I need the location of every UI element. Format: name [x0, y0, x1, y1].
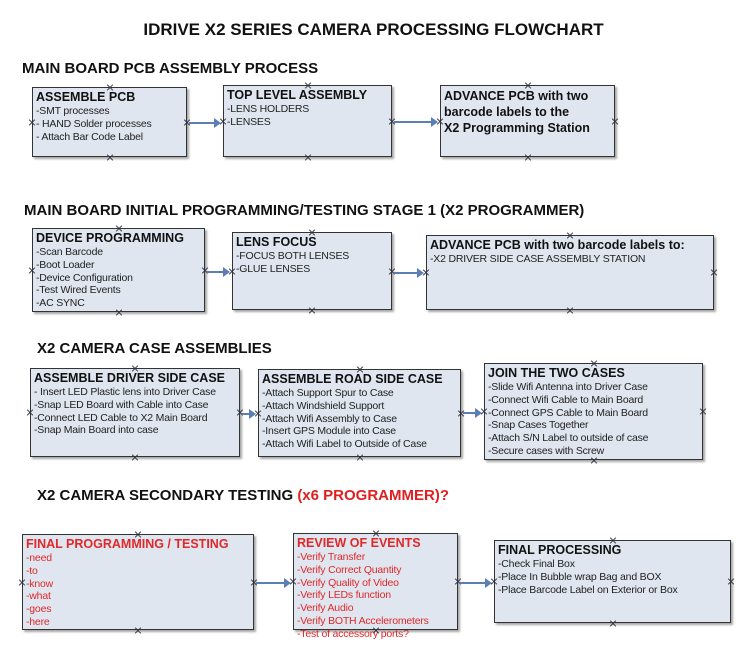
box-line: -LENS HOLDERS: [227, 103, 310, 115]
section-heading: MAIN BOARD INITIAL PROGRAMMING/TESTING S…: [24, 202, 585, 219]
box-line: -Attach S/N Label to outside of case: [488, 432, 649, 445]
process-box-advance-pcb-driver-side[interactable]: ADVANCE PCB with two barcode labels to:-…: [426, 235, 714, 310]
box-title: X2 Programming Station: [444, 121, 590, 135]
box-line: -LENSES: [227, 115, 271, 128]
box-line: -Connect Wifi Cable to Main Board: [488, 393, 644, 406]
box-line: -Connect LED Cable to X2 Main Board: [34, 411, 208, 424]
section-heading: X2 CAMERA SECONDARY TESTING (x6 PROGRAMM…: [37, 487, 449, 504]
box-title: ADVANCE PCB with two barcode labels to t…: [444, 89, 589, 119]
box-line: -Attach Windshield Support: [262, 399, 385, 412]
box-line: -Verify Quality of Video: [297, 576, 399, 589]
box-line: -Slide Wifi Antenna into Driver Case: [488, 381, 648, 393]
box-line: -Attach Wifi Assembly to Case: [262, 412, 397, 425]
section-heading: X2 CAMERA CASE ASSEMBLIES: [37, 340, 272, 357]
box-line: -Verify BOTH Accelerometers: [297, 614, 429, 627]
box-line: -here: [26, 615, 50, 628]
flow-arrow: [460, 578, 492, 588]
process-box-top-level-assembly[interactable]: TOP LEVEL ASSEMBLY-LENS HOLDERS-LENSES: [223, 85, 392, 157]
flow-arrow: [207, 267, 230, 277]
box-line: -Attach Wifi Label to Outside of Case: [262, 438, 427, 451]
flow-arrow: [394, 117, 438, 127]
box-title: FINAL PROCESSING: [498, 543, 622, 557]
process-box-assemble-pcb[interactable]: ASSEMBLE PCB -SMT processes- HAND Solder…: [32, 87, 187, 157]
box-title: ADVANCE PCB with two barcode labels to:: [430, 238, 685, 252]
flow-arrow: [463, 408, 482, 418]
box-line: -Snap Cases Together: [488, 419, 589, 432]
process-box-assemble-driver-side-case[interactable]: ASSEMBLE DRIVER SIDE CASE- Insert LED Pl…: [30, 368, 240, 457]
box-line: -Attach Support Spur to Case: [262, 387, 394, 399]
flow-arrow: [242, 409, 256, 419]
flow-arrow: [189, 118, 221, 128]
box-line: -need: [26, 552, 52, 564]
box-line: -Snap LED Board with Cable into Case: [34, 398, 209, 411]
box-line: -Insert GPS Module into Case: [262, 425, 396, 438]
box-line: -SMT processes: [36, 105, 110, 117]
process-box-advance-pcb-programming[interactable]: ADVANCE PCB with two barcode labels to t…: [440, 85, 615, 157]
box-line: -Place In Bubble wrap Bag and BOX: [498, 570, 662, 583]
box-title: DEVICE PROGRAMMING: [36, 231, 184, 245]
flow-arrow: [256, 578, 291, 588]
box-line: -Verify Transfer: [297, 551, 365, 563]
box-line: - Insert LED Plastic lens into Driver Ca…: [34, 386, 216, 398]
box-line: -Secure cases with Screw: [488, 444, 604, 457]
box-line: -GLUE LENSES: [236, 262, 311, 275]
box-line: -Test of accessory ports?: [297, 627, 409, 640]
process-box-final-processing[interactable]: FINAL PROCESSING -Check Final Box-Place …: [494, 540, 731, 623]
process-box-final-programming-testing[interactable]: FINAL PROGRAMMING / TESTING-need-to-know…: [22, 534, 254, 630]
flow-arrow: [394, 268, 424, 278]
box-title: TOP LEVEL ASSEMBLY: [227, 88, 368, 102]
box-title: ASSEMBLE ROAD SIDE CASE: [262, 372, 443, 386]
box-title: FINAL PROGRAMMING / TESTING: [26, 537, 229, 551]
box-line: -Device Configuration: [36, 271, 133, 284]
box-line: -what: [26, 590, 51, 603]
box-title: ASSEMBLE PCB: [36, 90, 136, 104]
box-line: -Boot Loader: [36, 258, 95, 271]
section-heading: MAIN BOARD PCB ASSEMBLY PROCESS: [22, 60, 319, 77]
box-title: REVIEW OF EVENTS: [297, 536, 421, 550]
box-title: JOIN THE TWO CASES: [488, 366, 625, 380]
box-line: -to: [26, 564, 38, 577]
box-line: -Check Final Box: [498, 558, 575, 570]
box-line: -X2 DRIVER SIDE CASE ASSEMBLY STATION: [430, 253, 646, 265]
process-box-join-two-cases[interactable]: JOIN THE TWO CASES-Slide Wifi Antenna in…: [484, 363, 703, 460]
section-heading-highlight: (x6 PROGRAMMER)?: [297, 487, 449, 504]
box-line: -Connect GPS Cable to Main Board: [488, 406, 648, 419]
box-line: -know: [26, 577, 54, 590]
box-line: -FOCUS BOTH LENSES: [236, 250, 350, 262]
box-line: - HAND Solder processes: [36, 117, 152, 130]
box-title: LENS FOCUS: [236, 235, 317, 249]
box-line: -Verify Correct Quantity: [297, 563, 402, 576]
box-line: -Verify LEDs function: [297, 589, 391, 602]
process-box-device-programming[interactable]: DEVICE PROGRAMMING-Scan Barcode-Boot Loa…: [32, 228, 205, 312]
process-box-review-of-events[interactable]: REVIEW OF EVENTS-Verify Transfer-Verify …: [293, 533, 458, 640]
page-title: IDRIVE X2 SERIES CAMERA PROCESSING FLOWC…: [143, 20, 604, 39]
box-line: -Verify Audio: [297, 602, 354, 615]
process-box-lens-focus[interactable]: LENS FOCUS-FOCUS BOTH LENSES-GLUE LENSES: [232, 232, 392, 310]
box-title: ASSEMBLE DRIVER SIDE CASE: [34, 371, 226, 385]
box-line: -Place Barcode Label on Exterior or Box: [498, 583, 678, 596]
process-box-assemble-road-side-case[interactable]: ASSEMBLE ROAD SIDE CASE-Attach Support S…: [258, 369, 461, 457]
box-line: -Snap Main Board into case: [34, 424, 159, 437]
box-line: - Attach Bar Code Label: [36, 130, 143, 143]
box-line: -Scan Barcode: [36, 246, 103, 258]
box-line: -Test Wired Events: [36, 284, 121, 297]
section-heading-text: X2 CAMERA SECONDARY TESTING: [37, 487, 298, 504]
box-line: -AC SYNC: [36, 297, 85, 310]
box-line: -goes: [26, 603, 52, 616]
